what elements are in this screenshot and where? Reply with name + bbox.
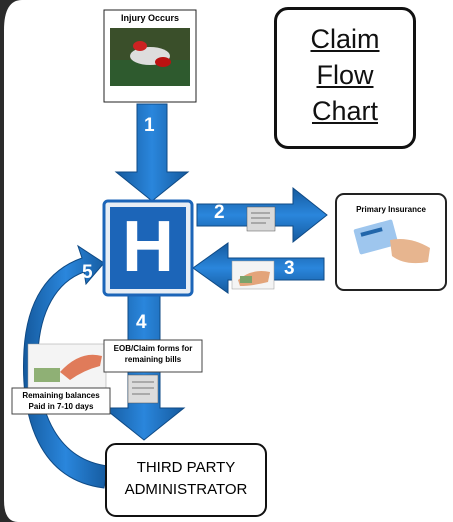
eob-label-line-2: remaining bills — [104, 355, 202, 365]
step-number-5: 5 — [82, 262, 93, 284]
remaining-label-line-2: Paid in 7-10 days — [12, 402, 110, 412]
injury-label: Injury Occurs — [104, 13, 196, 23]
tpa-label-line-2: ADMINISTRATOR — [106, 480, 266, 500]
remaining-label-line-1: Remaining balances — [12, 391, 110, 401]
title-box: Claim Flow Chart — [274, 7, 416, 149]
eob-label-line-1: EOB/Claim forms for — [104, 344, 202, 354]
step-number-4: 4 — [136, 312, 147, 334]
tpa-label-line-1: THIRD PARTY — [106, 458, 266, 478]
step-number-1: 1 — [144, 115, 155, 137]
title-line-3: Chart — [277, 96, 413, 127]
hospital-h-letter: H — [110, 205, 186, 287]
step-number-2: 2 — [214, 202, 225, 224]
step-number-3: 3 — [284, 258, 295, 280]
title-line-1: Claim — [277, 24, 413, 55]
primary-insurance-label: Primary Insurance — [338, 205, 444, 215]
title-line-2: Flow — [277, 60, 413, 91]
